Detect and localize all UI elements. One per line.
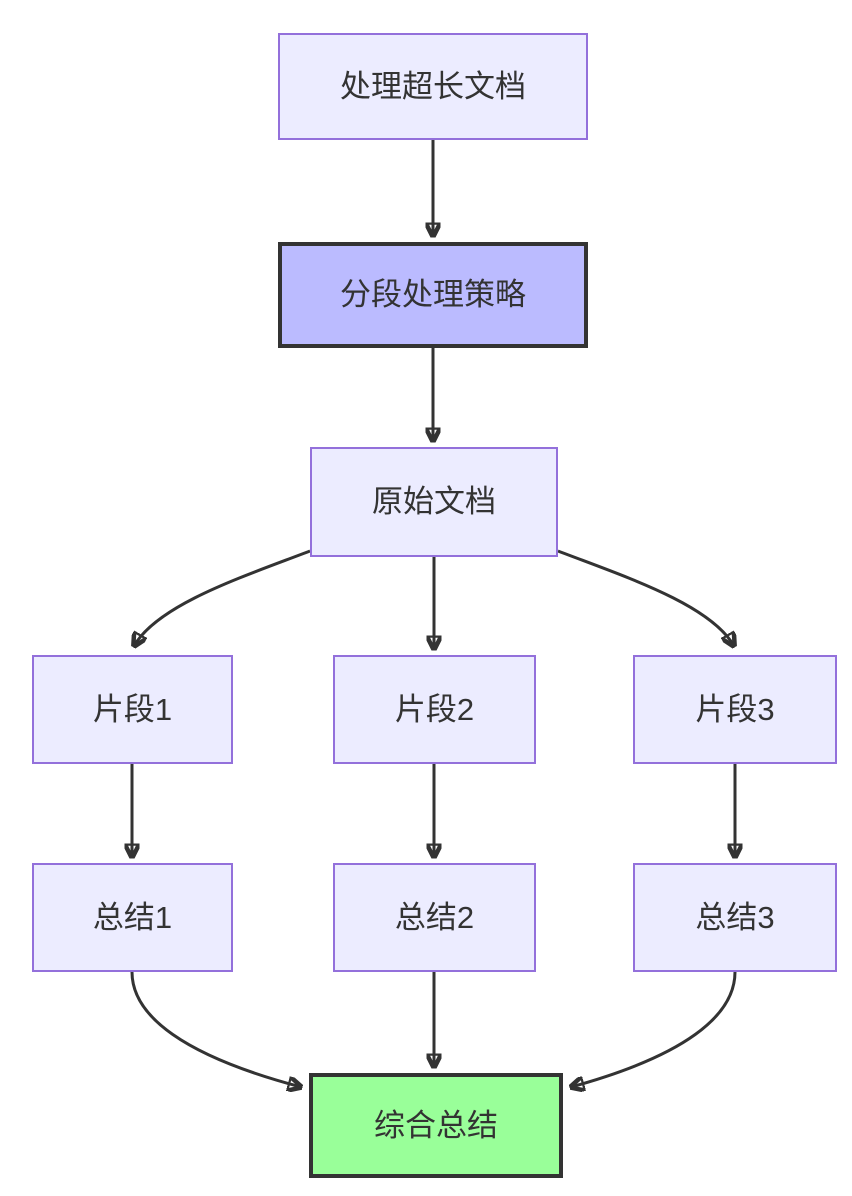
node-summary-2-label: 总结2 [394, 899, 475, 935]
node-process-long-doc: 处理超长文档 [278, 33, 588, 140]
node-fragment-1-label: 片段1 [92, 691, 173, 727]
node-final-summary-label: 综合总结 [374, 1107, 498, 1143]
node-segmentation-strategy-label: 分段处理策略 [340, 277, 526, 313]
node-process-long-doc-label: 处理超长文档 [340, 68, 526, 104]
node-segmentation-strategy: 分段处理策略 [278, 242, 588, 348]
node-original-doc-label: 原始文档 [372, 484, 496, 520]
node-summary-1: 总结1 [32, 863, 233, 972]
node-summary-2: 总结2 [333, 863, 536, 972]
node-summary-3: 总结3 [633, 863, 837, 972]
edge-C-D3 [557, 549, 734, 646]
edge-C-D1 [134, 549, 311, 646]
node-summary-3-label: 总结3 [695, 899, 775, 935]
node-final-summary: 综合总结 [309, 1073, 563, 1178]
node-fragment-2-label: 片段2 [394, 691, 475, 727]
node-fragment-2: 片段2 [333, 655, 536, 764]
node-fragment-3-label: 片段3 [695, 691, 775, 727]
edge-E3-F [571, 971, 737, 1087]
edge-E1-F [130, 971, 301, 1087]
node-summary-1-label: 总结1 [92, 899, 173, 935]
node-original-doc: 原始文档 [310, 447, 558, 557]
node-fragment-1: 片段1 [32, 655, 233, 764]
node-fragment-3: 片段3 [633, 655, 837, 764]
